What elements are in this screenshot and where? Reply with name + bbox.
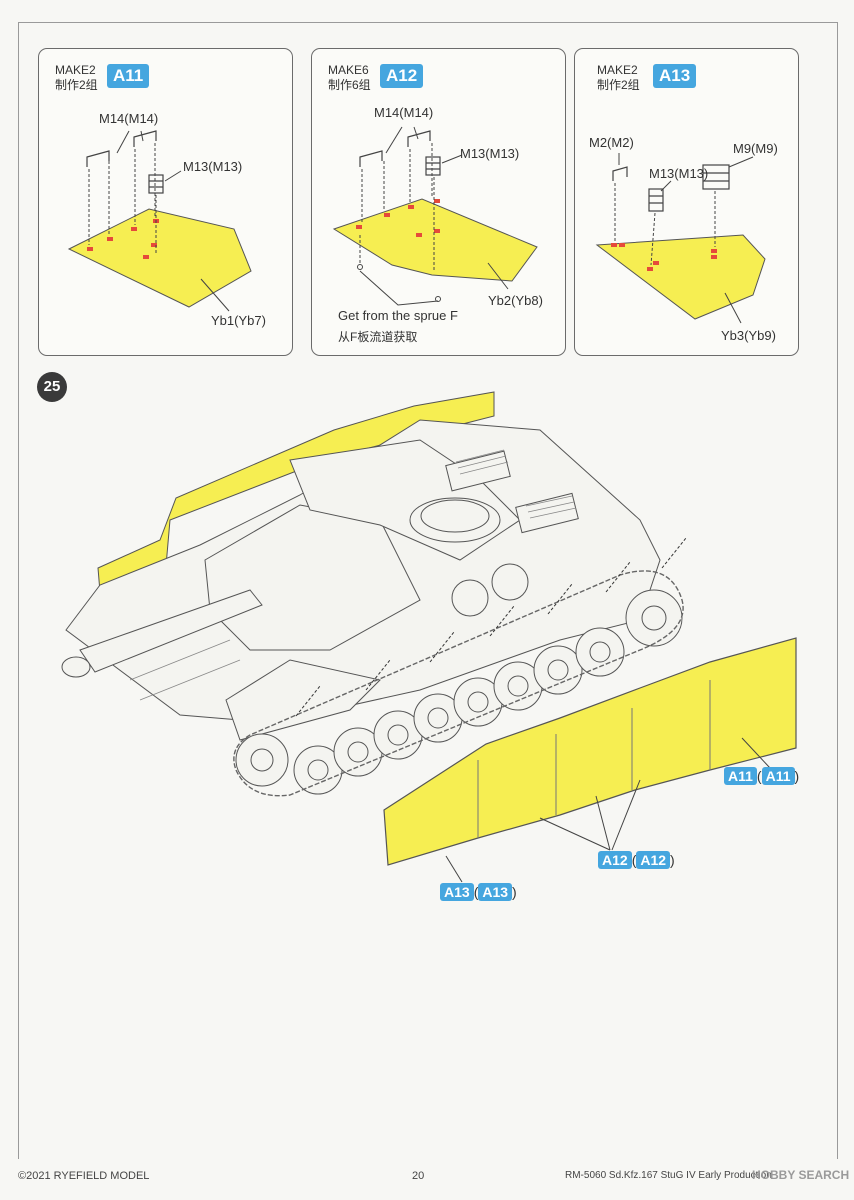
footer-page-number: 20 <box>412 1170 425 1182</box>
make-count: MAKE6 制作6组 <box>328 63 371 93</box>
make-label: MAKE2 <box>597 63 638 77</box>
label-sprue: Get from the sprue F <box>338 308 458 323</box>
label-m13: M13(M13) <box>649 166 709 181</box>
callout-a11: A11(A11) <box>724 767 799 785</box>
make-label-cn: 制作2组 <box>597 78 640 92</box>
label-m14: M14(M14) <box>374 105 434 120</box>
a11-diagram <box>67 130 252 312</box>
make-label: MAKE6 <box>328 63 369 77</box>
assembly-panel-a11: MAKE2 制作2组 A11 M14(M14) M13(M13) Yb1(Yb7… <box>38 48 293 356</box>
label-m13: M13(M13) <box>183 159 243 174</box>
callout-a13-alt: A13 <box>478 883 513 901</box>
make-count: MAKE2 制作2组 <box>597 63 640 93</box>
step-number: 25 <box>37 372 67 402</box>
make-count: MAKE2 制作2组 <box>55 63 98 93</box>
make-label-cn: 制作2组 <box>55 78 98 92</box>
label-plate-yb1: Yb1(Yb7) <box>211 313 266 328</box>
assembly-panel-a12: MAKE6 制作6组 A12 M14(M14) M13(M13) Yb2(Yb <box>311 48 566 356</box>
label-m14: M14(M14) <box>99 111 159 126</box>
label-plate-yb2: Yb2(Yb8) <box>488 293 543 308</box>
callout-a11-alt: A11 <box>761 767 795 785</box>
a12-diagram <box>332 126 538 306</box>
label-m9: M9(M9) <box>733 141 778 156</box>
label-m13: M13(M13) <box>460 146 520 161</box>
make-label: MAKE2 <box>55 63 96 77</box>
make-label-cn: 制作6组 <box>328 78 371 92</box>
footer-product: RM-5060 Sd.Kfz.167 StuG IV Early Product… <box>565 1170 772 1181</box>
label-m2: M2(M2) <box>589 135 634 150</box>
callout-a13-part: A13 <box>440 883 474 901</box>
a13-diagram <box>595 153 766 324</box>
part-badge-a13: A13 <box>653 64 697 88</box>
footer-watermark: HOBBY SEARCH <box>752 1168 850 1182</box>
assembly-panel-a13: MAKE2 制作2组 A13 M2(M2) M13(M13) M9(M9) Yb… <box>574 48 799 356</box>
callout-a11-part: A11 <box>724 767 757 785</box>
callout-a12-part: A12 <box>598 851 632 869</box>
page-frame <box>18 22 838 1159</box>
label-sprue-cn: 从F板流道获取 <box>338 330 418 344</box>
part-badge-a12: A12 <box>380 64 424 88</box>
part-badge-a11: A11 <box>107 64 150 88</box>
callout-a13: A13(A13) <box>440 883 517 901</box>
label-plate-yb3: Yb3(Yb9) <box>721 328 776 343</box>
callout-a12: A12(A12) <box>598 851 675 869</box>
callout-a12-alt: A12 <box>636 851 671 869</box>
footer-copyright: ©2021 RYEFIELD MODEL <box>18 1170 150 1182</box>
